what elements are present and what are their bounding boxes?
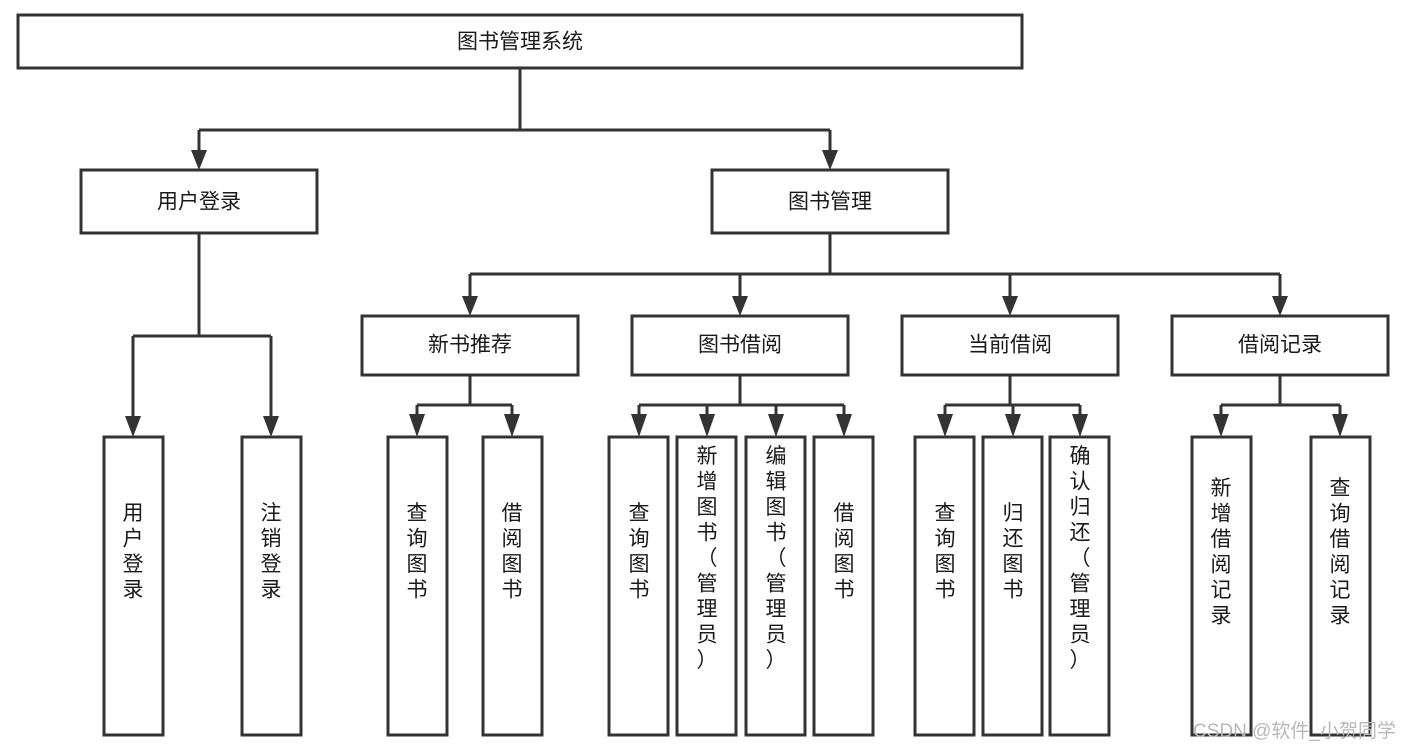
node-current-borrow-box[interactable] [900, 314, 1120, 377]
node-user-login-label: 用户登录 [157, 191, 241, 214]
connector-newbook-to-leaves [409, 375, 520, 437]
node-leaf-edit-book[interactable]: 编辑图书（管理员） [744, 435, 807, 737]
node-new-book-rec-box[interactable] [360, 314, 580, 377]
node-leaf-user-login-label: 用户登录 [123, 502, 144, 602]
node-leaf-add-record[interactable]: 新增借阅记录 [1190, 435, 1253, 737]
node-leaf-query-record-box[interactable] [1309, 435, 1372, 737]
node-leaf-borrow-book-2-label: 借阅图书 [834, 502, 855, 602]
node-leaf-add-record-box[interactable] [1190, 435, 1253, 737]
node-leaf-add-record-label: 新增借阅记录 [1211, 477, 1232, 628]
node-leaf-logout-login-label: 注销登录 [261, 502, 282, 602]
node-leaf-query-record-label: 查询借阅记录 [1330, 477, 1351, 628]
connector-root-to-level2 [191, 68, 838, 170]
node-leaf-add-book-box[interactable] [675, 435, 738, 737]
node-user-login[interactable]: 用户登录 [79, 168, 319, 235]
node-leaf-borrow-book-1-label: 借阅图书 [502, 502, 523, 602]
connector-bookmanage-to-level3 [462, 233, 1288, 316]
node-leaf-query-book-3-box[interactable] [913, 435, 976, 737]
node-root[interactable]: 图书管理系统 [16, 13, 1024, 70]
csdn-watermark: CSDN @软件_小贺同学 [1193, 720, 1396, 742]
node-leaf-query-book-3-label: 查询图书 [935, 502, 956, 602]
connector-borrowrecord-to-leaves [1213, 375, 1348, 437]
node-leaf-query-record[interactable]: 查询借阅记录 [1309, 435, 1372, 737]
connector-currentborrow-to-leaves [937, 375, 1088, 437]
node-book-manage-box[interactable] [710, 168, 950, 235]
node-book-borrow-label: 图书借阅 [698, 334, 782, 357]
node-leaf-borrow-book-1[interactable]: 借阅图书 [481, 435, 544, 737]
node-new-book-rec-label: 新书推荐 [428, 334, 512, 357]
node-borrow-record-label: 借阅记录 [1238, 334, 1322, 357]
node-leaf-query-book-2[interactable]: 查询图书 [607, 435, 670, 737]
node-leaf-confirm-return[interactable]: 确认归还（管理员） [1048, 435, 1111, 737]
node-book-manage[interactable]: 图书管理 [710, 168, 950, 235]
node-user-login-box[interactable] [79, 168, 319, 235]
node-borrow-record[interactable]: 借阅记录 [1170, 314, 1390, 377]
node-book-borrow[interactable]: 图书借阅 [630, 314, 850, 377]
node-leaf-query-book-2-box[interactable] [607, 435, 670, 737]
connector-userlogin-to-leaves [125, 233, 279, 437]
node-book-borrow-box[interactable] [630, 314, 850, 377]
node-current-borrow[interactable]: 当前借阅 [900, 314, 1120, 377]
node-leaf-edit-book-box[interactable] [744, 435, 807, 737]
node-leaf-logout-login-box[interactable] [240, 435, 303, 737]
node-leaf-return-book-label: 归还图书 [1003, 502, 1024, 602]
node-leaf-return-book[interactable]: 归还图书 [981, 435, 1044, 737]
node-leaf-confirm-return-box[interactable] [1048, 435, 1111, 737]
node-borrow-record-box[interactable] [1170, 314, 1390, 377]
connector-bookborrow-to-leaves [631, 375, 852, 437]
node-leaf-add-book-label: 新增图书（管理员） [697, 445, 718, 672]
node-leaf-confirm-return-label: 确认归还（管理员） [1070, 445, 1091, 672]
node-leaf-logout-login[interactable]: 注销登录 [240, 435, 303, 737]
node-leaf-add-book[interactable]: 新增图书（管理员） [675, 435, 738, 737]
node-book-manage-label: 图书管理 [788, 191, 872, 214]
node-leaf-borrow-book-1-box[interactable] [481, 435, 544, 737]
node-leaf-return-book-box[interactable] [981, 435, 1044, 737]
node-leaf-user-login-box[interactable] [102, 435, 165, 737]
node-leaf-query-book-2-label: 查询图书 [629, 502, 650, 602]
node-leaf-query-book-1[interactable]: 查询图书 [386, 435, 449, 737]
node-leaf-edit-book-label: 编辑图书（管理员） [766, 445, 787, 672]
node-leaf-query-book-1-box[interactable] [386, 435, 449, 737]
node-leaf-user-login[interactable]: 用户登录 [102, 435, 165, 737]
node-leaf-borrow-book-2-box[interactable] [812, 435, 875, 737]
node-root-label: 图书管理系统 [457, 31, 583, 54]
node-leaf-borrow-book-2[interactable]: 借阅图书 [812, 435, 875, 737]
node-current-borrow-label: 当前借阅 [968, 334, 1052, 357]
node-root-box[interactable] [16, 13, 1024, 70]
node-new-book-rec[interactable]: 新书推荐 [360, 314, 580, 377]
node-leaf-query-book-1-label: 查询图书 [407, 502, 428, 602]
node-leaf-query-book-3[interactable]: 查询图书 [913, 435, 976, 737]
